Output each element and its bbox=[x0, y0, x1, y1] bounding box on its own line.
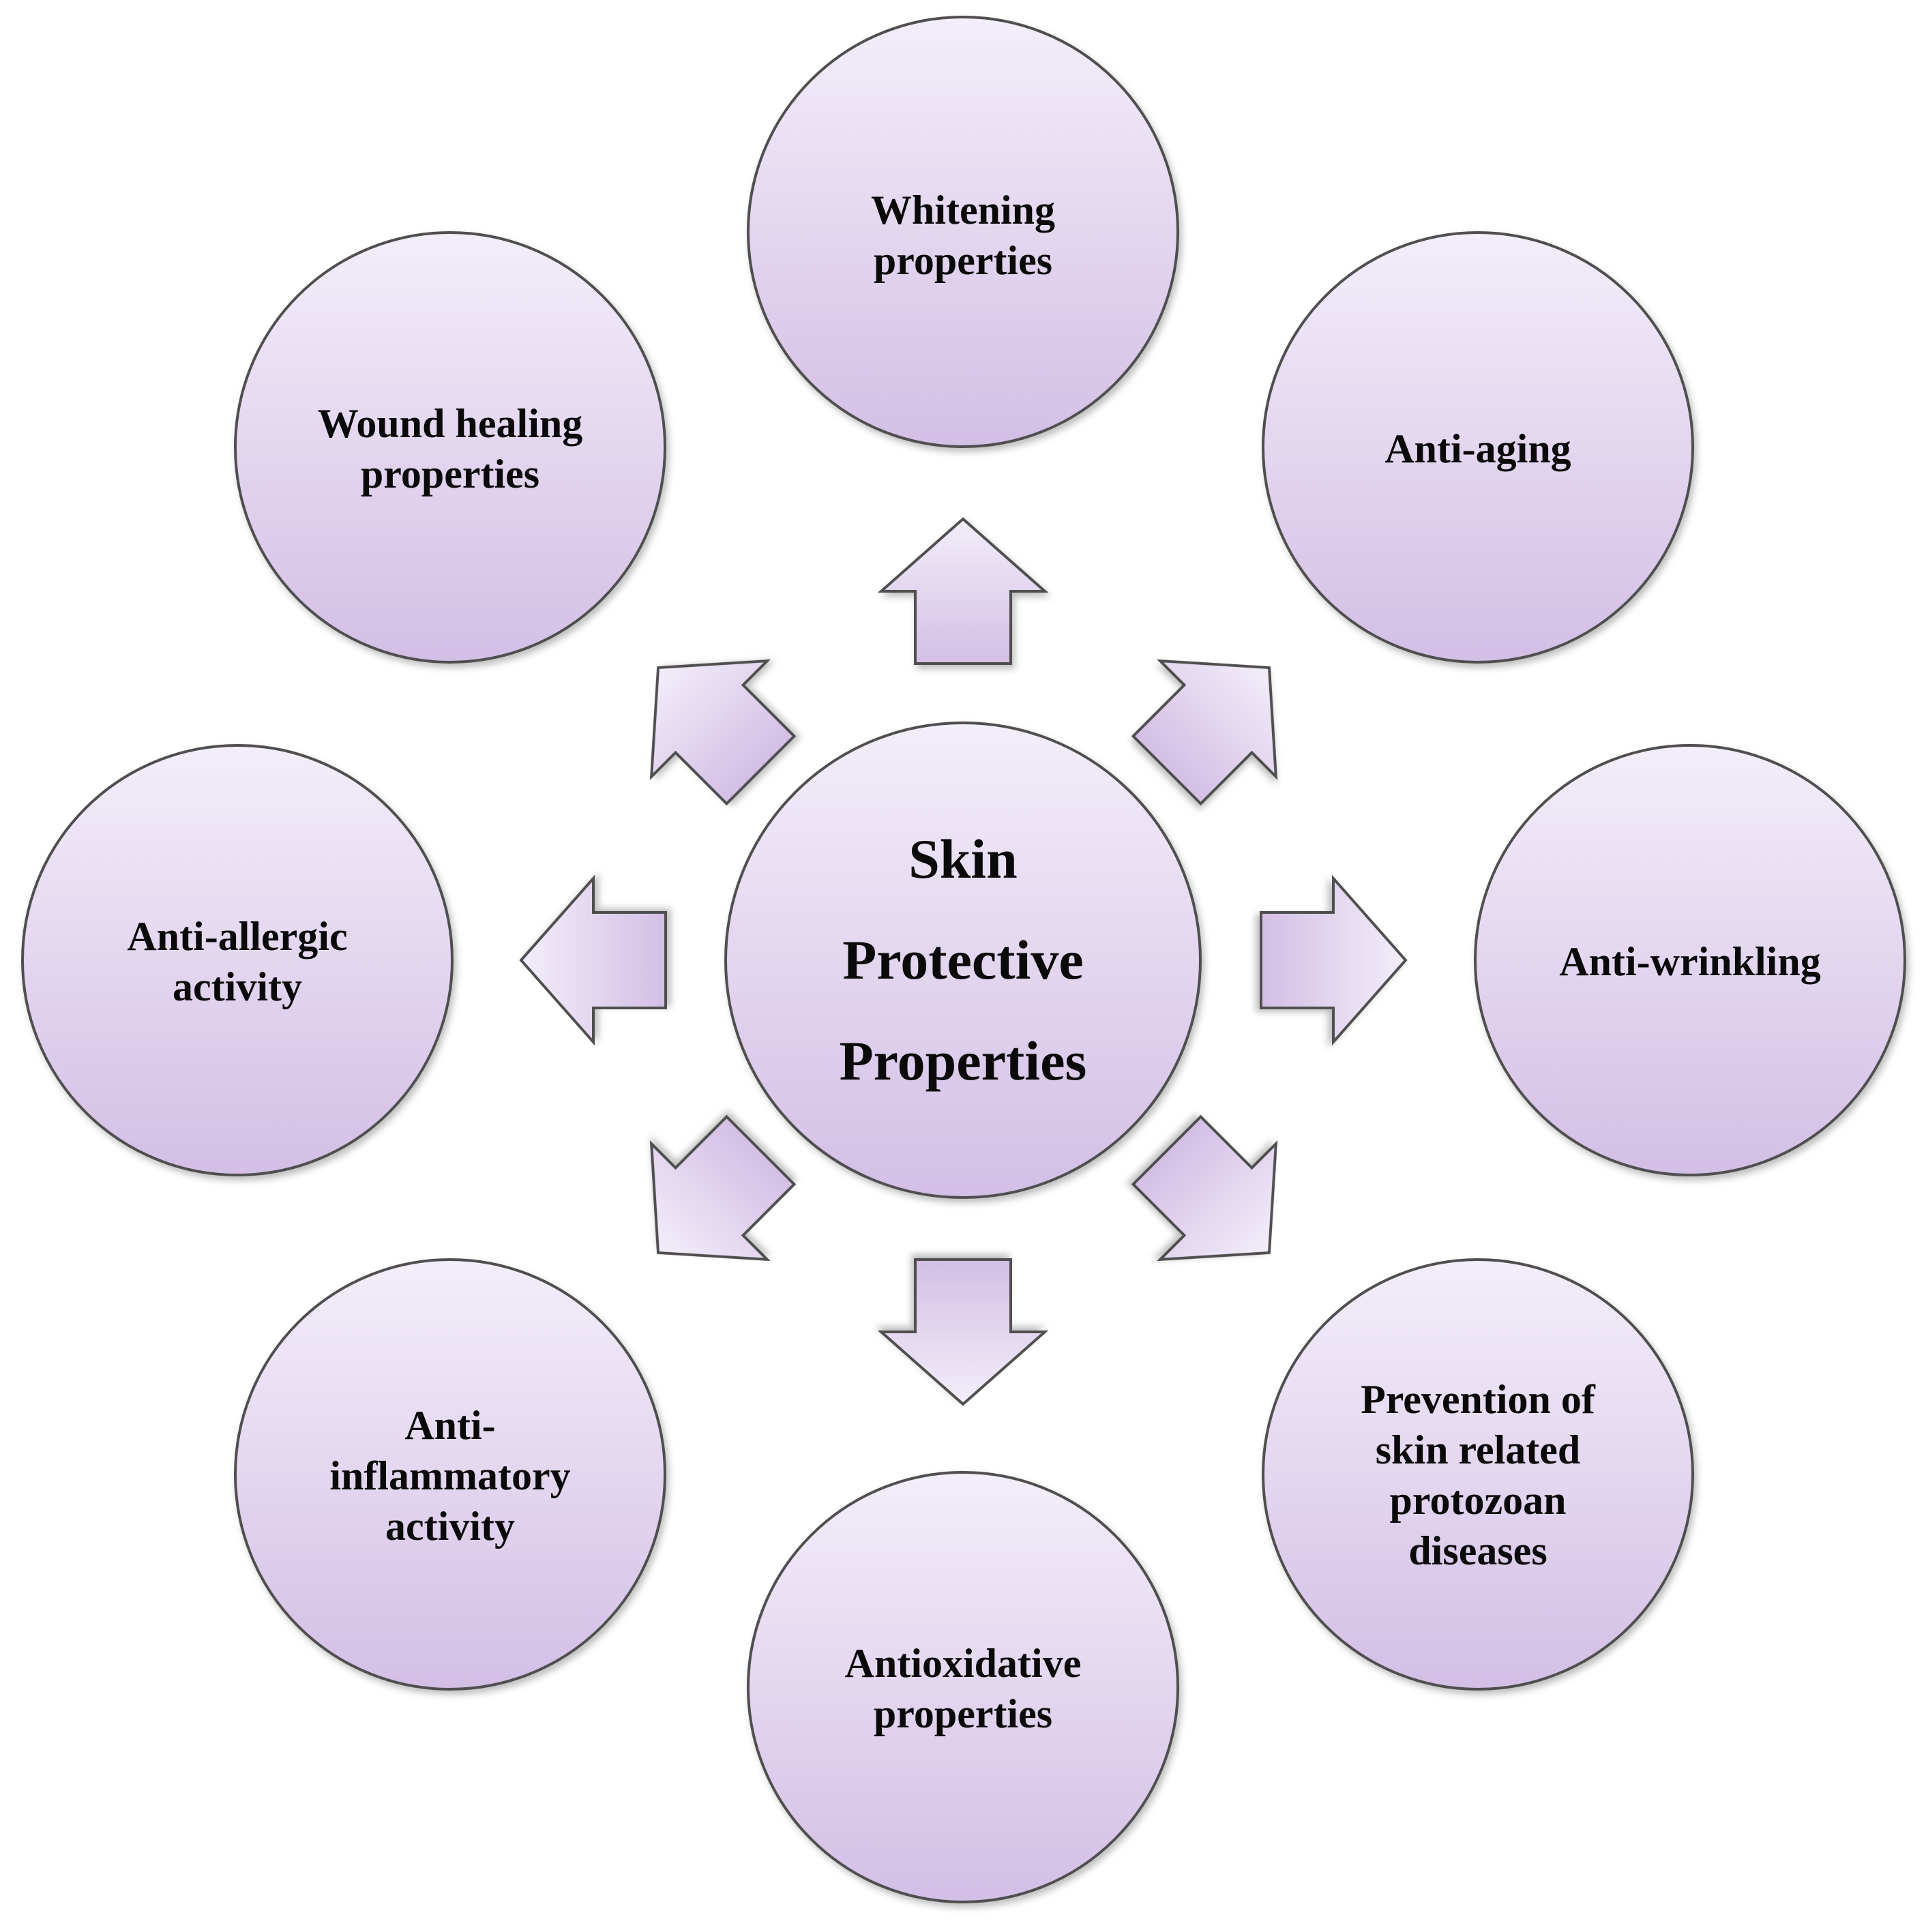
arrows bbox=[519, 517, 1408, 1406]
anti-aging-circle bbox=[1262, 231, 1694, 664]
block-arrow-icon-up-left bbox=[649, 659, 797, 806]
block-arrow-icon-up bbox=[877, 517, 1049, 665]
anti-inflammatory-circle bbox=[234, 1258, 666, 1691]
block-arrow-icon-right bbox=[1260, 874, 1408, 1046]
anti-wrinkling-circle bbox=[1474, 744, 1906, 1176]
block-arrow-icon-left bbox=[519, 874, 667, 1046]
center-circle bbox=[724, 722, 1202, 1199]
block-arrow-icon-down-right bbox=[1131, 1114, 1278, 1262]
protozoan-circle bbox=[1262, 1258, 1694, 1691]
block-arrow-icon-down-left bbox=[649, 1114, 797, 1262]
block-arrow-icon-down bbox=[877, 1258, 1049, 1406]
whitening-circle bbox=[747, 16, 1179, 448]
anti-allergic-circle bbox=[21, 744, 454, 1176]
antioxidative-circle bbox=[747, 1471, 1179, 1903]
wound-healing-circle bbox=[234, 231, 666, 664]
block-arrow-icon-up-right bbox=[1131, 659, 1278, 806]
